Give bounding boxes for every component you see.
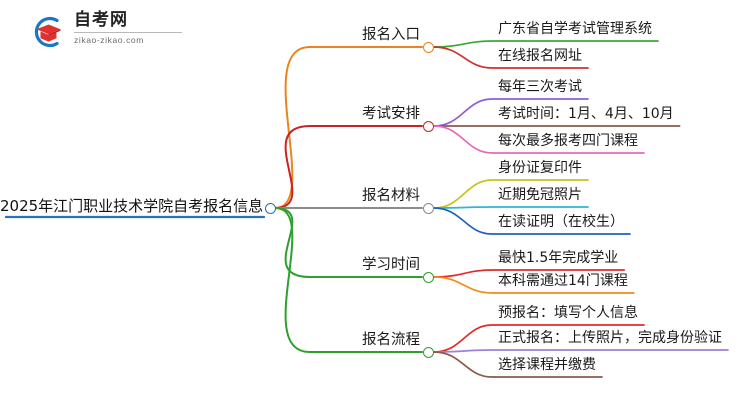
mindmap-connector: [433, 206, 589, 209]
branch-label-4[interactable]: 学习时间: [362, 257, 420, 273]
branch-label-5[interactable]: 报名流程: [362, 332, 420, 348]
graduation-cap-icon: [34, 16, 61, 48]
leaf-label-5-3[interactable]: 选择课程并缴费: [498, 357, 596, 373]
branch-node-dot-4[interactable]: [422, 271, 434, 283]
leaf-label-4-1[interactable]: 最快1.5年完成学业: [498, 250, 619, 266]
site-logo[interactable]: 自考网 zikao-zikao.com: [28, 10, 188, 54]
leaf-label-1-1[interactable]: 广东省自学考试管理系统: [498, 21, 652, 37]
branch-node-dot-5[interactable]: [422, 346, 434, 358]
root-node-label[interactable]: 2025年江门职业技术学院自考报名信息: [0, 197, 264, 215]
leaf-label-2-3[interactable]: 每次最多报考四门课程: [498, 133, 638, 149]
leaf-label-3-1[interactable]: 身份证复印件: [498, 160, 582, 176]
branch-node-dot-3[interactable]: [422, 202, 434, 214]
mindmap-connector: [433, 349, 729, 353]
leaf-label-2-2[interactable]: 考试时间：1月、4月、10月: [498, 106, 674, 122]
leaf-label-4-2[interactable]: 本科需通过14门课程: [498, 273, 628, 289]
logo-url: zikao-zikao.com: [74, 35, 144, 45]
logo-name: 自考网: [74, 10, 128, 30]
logo-divider: [74, 32, 182, 33]
branch-label-1[interactable]: 报名入口: [362, 27, 420, 43]
mindmap-connector: [274, 207, 423, 353]
root-node-dot[interactable]: [264, 202, 276, 214]
leaf-label-5-2[interactable]: 正式报名：上传照片，完成身份验证: [498, 330, 722, 346]
branch-node-dot-2[interactable]: [422, 120, 434, 132]
branch-label-3[interactable]: 报名材料: [362, 188, 420, 204]
leaf-label-5-1[interactable]: 预报名：填写个人信息: [498, 305, 638, 321]
mindmap-connector: [433, 40, 659, 48]
leaf-label-1-2[interactable]: 在线报名网址: [498, 48, 582, 64]
branch-node-dot-1[interactable]: [422, 41, 434, 53]
branch-label-2[interactable]: 考试安排: [362, 106, 420, 122]
leaf-label-2-1[interactable]: 每年三次考试: [498, 79, 582, 95]
mindmap-connector: [274, 46, 423, 209]
leaf-label-3-3[interactable]: 在读证明（在校生）: [498, 214, 624, 230]
leaf-label-3-2[interactable]: 近期免冠照片: [498, 187, 582, 203]
